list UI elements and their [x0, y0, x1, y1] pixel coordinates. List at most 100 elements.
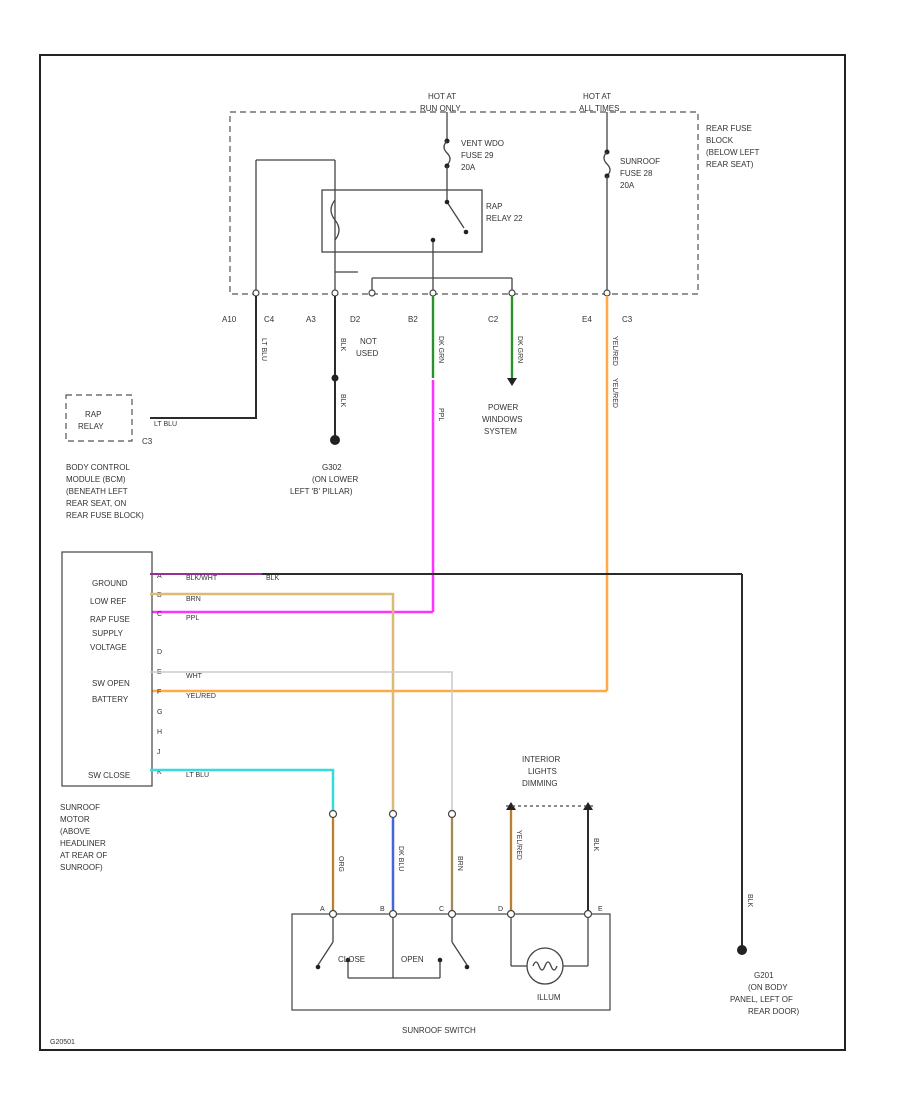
svg-text:HOT AT: HOT AT: [428, 92, 456, 101]
svg-text:REAR SEAT, ON: REAR SEAT, ON: [66, 499, 127, 508]
svg-text:PPL: PPL: [437, 408, 444, 421]
svg-text:20A: 20A: [620, 181, 635, 190]
svg-text:E4: E4: [582, 315, 592, 324]
fuse-block-connectors: [252, 289, 611, 297]
svg-text:BATTERY: BATTERY: [92, 695, 129, 704]
svg-text:J: J: [157, 749, 161, 756]
rap-relay-22: RAP RELAY 22: [256, 159, 523, 290]
svg-text:SUNROOF: SUNROOF: [60, 803, 100, 812]
svg-text:RAP: RAP: [486, 202, 502, 211]
svg-text:HEADLINER: HEADLINER: [60, 839, 106, 848]
svg-text:C2: C2: [488, 315, 499, 324]
svg-text:WINDOWS: WINDOWS: [482, 415, 522, 424]
svg-text:(ABOVE: (ABOVE: [60, 827, 90, 836]
interior-lights-wires: YEL/RED BLK: [506, 802, 599, 910]
wire-b-brn: BRN: [150, 592, 395, 812]
wire-c2-dk-grn: DK GRN: [507, 296, 523, 386]
svg-text:E: E: [598, 906, 603, 913]
svg-text:BLK: BLK: [746, 894, 753, 908]
svg-text:(BENEATH LEFT: (BENEATH LEFT: [66, 487, 128, 496]
wire-e4-yel-red: YEL/RED YEL/RED YEL/RED: [150, 296, 618, 700]
svg-text:DK GRN: DK GRN: [516, 336, 523, 363]
hot-at-run-label: HOT AT RUN ONLY: [420, 92, 461, 113]
svg-text:RELAY: RELAY: [78, 422, 104, 431]
svg-text:FUSE 29: FUSE 29: [461, 151, 494, 160]
svg-text:A: A: [320, 906, 325, 913]
svg-text:YEL/RED: YEL/RED: [186, 693, 216, 700]
svg-text:RUN ONLY: RUN ONLY: [420, 104, 461, 113]
svg-text:RAP FUSE: RAP FUSE: [90, 615, 130, 624]
svg-text:HOT AT: HOT AT: [583, 92, 611, 101]
svg-text:C3: C3: [142, 437, 153, 446]
svg-text:LIGHTS: LIGHTS: [528, 767, 557, 776]
svg-text:C3: C3: [622, 315, 633, 324]
svg-text:DK BLU: DK BLU: [397, 846, 404, 871]
svg-text:VOLTAGE: VOLTAGE: [90, 643, 127, 652]
svg-text:BLK/WHT: BLK/WHT: [186, 575, 218, 582]
ground-g302-label: G302 (ON LOWER LEFT 'B' PILLAR): [290, 463, 358, 496]
svg-text:MOTOR: MOTOR: [60, 815, 90, 824]
switch-input-wires: ORG DK BLU BRN: [328, 809, 463, 910]
bcm-label: BODY CONTROL MODULE (BCM) (BENEATH LEFT …: [66, 463, 144, 520]
svg-text:DK GRN: DK GRN: [437, 336, 444, 363]
svg-text:(ON BODY: (ON BODY: [748, 983, 788, 992]
ground-g201-label: G201 (ON BODY PANEL, LEFT OF REAR DOOR): [730, 971, 799, 1016]
svg-text:VENT WDO: VENT WDO: [461, 139, 504, 148]
svg-text:D2: D2: [350, 315, 361, 324]
svg-text:USED: USED: [356, 349, 378, 358]
svg-text:FUSE 28: FUSE 28: [620, 169, 653, 178]
svg-text:BLK: BLK: [339, 338, 346, 352]
svg-text:NOT: NOT: [360, 337, 377, 346]
svg-text:SUNROOF): SUNROOF): [60, 863, 103, 872]
svg-text:AT REAR OF: AT REAR OF: [60, 851, 107, 860]
svg-text:SYSTEM: SYSTEM: [484, 427, 517, 436]
svg-text:REAR FUSE BLOCK): REAR FUSE BLOCK): [66, 511, 144, 520]
not-used-label: NOT USED: [356, 337, 378, 358]
diagram-frame: [39, 54, 846, 1051]
wire-a3-blk-g302: BLK BLK: [330, 296, 346, 445]
rear-fuse-block-outline: [229, 111, 699, 295]
svg-text:POWER: POWER: [488, 403, 518, 412]
svg-text:BLK: BLK: [339, 394, 346, 408]
svg-text:CLOSE: CLOSE: [338, 955, 365, 964]
svg-text:(ON LOWER: (ON LOWER: [312, 475, 358, 484]
fuse-block-internal-bus: [255, 160, 513, 290]
svg-text:MODULE (BCM): MODULE (BCM): [66, 475, 126, 484]
svg-text:K: K: [157, 769, 162, 776]
svg-text:YEL/RED: YEL/RED: [611, 378, 618, 408]
sunroof-motor-location: SUNROOF MOTOR (ABOVE HEADLINER AT REAR O…: [60, 803, 107, 872]
corner-code: G20501: [50, 1039, 75, 1046]
sunroof-fuse: SUNROOF FUSE 28 20A: [603, 112, 660, 290]
svg-text:RELAY 22: RELAY 22: [486, 214, 523, 223]
svg-text:WHT: WHT: [186, 673, 203, 680]
svg-text:C4: C4: [264, 315, 275, 324]
svg-text:REAR SEAT): REAR SEAT): [706, 160, 754, 169]
wire-e-wht: WHT: [150, 671, 453, 812]
svg-text:B: B: [157, 592, 162, 599]
sunroof-motor-module: GROUND LOW REF RAP FUSE SUPPLY VOLTAGE S…: [61, 551, 162, 787]
svg-text:BRN: BRN: [186, 596, 201, 603]
svg-text:C: C: [157, 611, 162, 618]
svg-text:PPL: PPL: [186, 615, 199, 622]
svg-text:B2: B2: [408, 315, 418, 324]
svg-text:SUNROOF: SUNROOF: [620, 157, 660, 166]
svg-text:YEL/RED: YEL/RED: [611, 336, 618, 366]
svg-text:BRN: BRN: [456, 856, 463, 871]
svg-text:C: C: [439, 906, 444, 913]
svg-text:LT BLU: LT BLU: [260, 338, 267, 361]
svg-text:A: A: [157, 573, 162, 580]
svg-text:DIMMING: DIMMING: [522, 779, 558, 788]
svg-text:(BELOW LEFT: (BELOW LEFT: [706, 148, 759, 157]
svg-text:REAR FUSE: REAR FUSE: [706, 124, 752, 133]
sunroof-switch-title: SUNROOF SWITCH: [402, 1026, 476, 1035]
wire-a-ground: BLK/WHT BLK BLK: [150, 573, 753, 955]
svg-text:F: F: [157, 689, 161, 696]
svg-text:G201: G201: [754, 971, 774, 980]
power-windows-label: POWER WINDOWS SYSTEM: [482, 403, 522, 436]
wire-a10-lt-blu: LT BLU LT BLU: [150, 296, 267, 428]
sunroof-switch: A B C D E CLOSE OPEN ILLUM: [291, 906, 611, 1011]
svg-text:SW OPEN: SW OPEN: [92, 679, 130, 688]
svg-text:D: D: [157, 649, 162, 656]
svg-text:G: G: [157, 709, 162, 716]
svg-text:LT BLU: LT BLU: [186, 772, 209, 779]
